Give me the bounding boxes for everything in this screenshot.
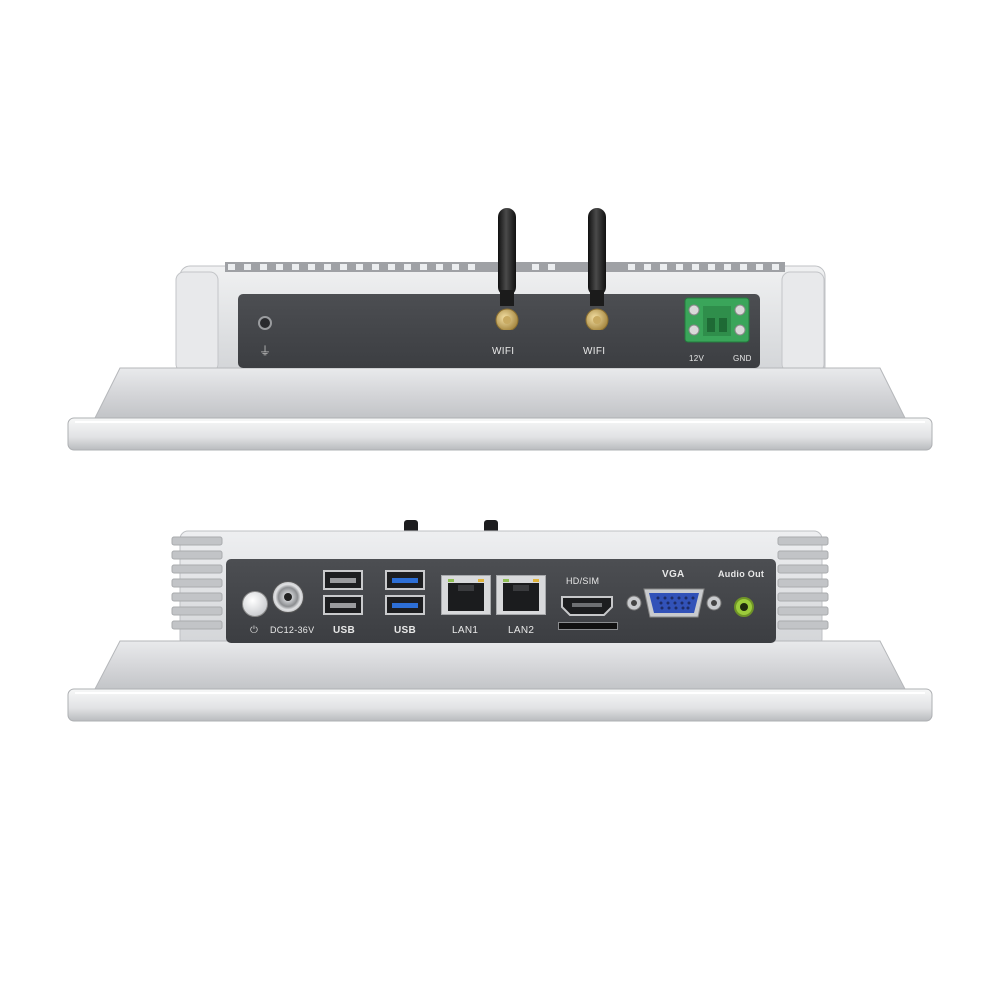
top-io-panel xyxy=(238,294,760,368)
usb-blue-label: USB xyxy=(394,625,417,636)
power-12v-label: 12V xyxy=(689,354,705,363)
lan2-led-activity xyxy=(533,579,539,582)
dc-power-label: DC12-36V xyxy=(270,625,315,635)
dc-power-jack-pin xyxy=(284,593,292,601)
lan1-socket xyxy=(448,583,484,611)
vga-label: VGA xyxy=(662,569,685,580)
lan2-port[interactable] xyxy=(496,575,546,615)
audio-out-jack-hole xyxy=(740,603,748,611)
lan1-led-activity xyxy=(478,579,484,582)
lan2-label: LAN2 xyxy=(508,625,535,636)
bottom-view: ⏻ DC12-36V USB USB LAN1 LAN2 HD/SIM VGA xyxy=(0,515,1000,730)
power-icon: ⏻ xyxy=(250,625,259,636)
power-gnd-label: GND xyxy=(733,354,752,363)
ground-screw xyxy=(258,316,272,330)
hdmi-port[interactable] xyxy=(560,595,614,617)
lan1-label: LAN1 xyxy=(452,625,479,636)
wifi-left-label: WIFI xyxy=(492,346,515,357)
lan2-led-link xyxy=(503,579,509,582)
usb2-port-1[interactable] xyxy=(323,570,363,590)
usb-black-label: USB xyxy=(333,625,356,636)
wifi-right-label: WIFI xyxy=(583,346,606,357)
wifi-antenna-right xyxy=(585,208,609,330)
power-button[interactable] xyxy=(242,591,268,617)
vga-port[interactable] xyxy=(624,585,724,621)
lan2-socket xyxy=(503,583,539,611)
usb3-port-1[interactable] xyxy=(385,570,425,590)
usb2-port-2[interactable] xyxy=(323,595,363,615)
ground-icon: ⏚ xyxy=(259,344,272,358)
lan1-led-link xyxy=(448,579,454,582)
wifi-antenna-left xyxy=(495,208,519,330)
wifi-antennas xyxy=(495,208,609,330)
sim-card-slot[interactable] xyxy=(558,622,618,630)
lan1-port[interactable] xyxy=(441,575,491,615)
hd-sim-label: HD/SIM xyxy=(566,576,600,586)
power-terminal-block xyxy=(684,297,750,343)
top-view: ⏚ WIFI WIFI xyxy=(0,200,1000,460)
usb3-port-2[interactable] xyxy=(385,595,425,615)
audio-out-label: Audio Out xyxy=(718,569,765,579)
